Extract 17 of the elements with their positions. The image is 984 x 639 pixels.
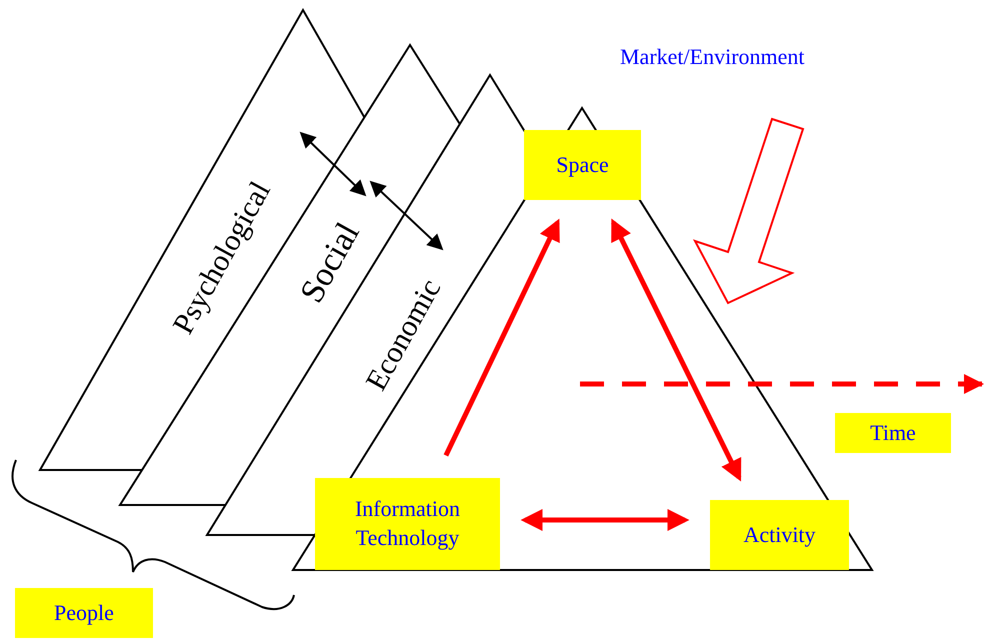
box-label: Information Technology [354, 495, 462, 552]
arrow [611, 218, 742, 482]
arrow [520, 509, 690, 531]
label-box [15, 588, 153, 638]
label-box [524, 130, 641, 200]
label-box [835, 413, 951, 453]
arrow [444, 218, 560, 457]
box-label: Space [556, 150, 609, 179]
box-label: People [54, 598, 114, 627]
arrow [370, 180, 444, 250]
plane-label: Social [295, 217, 366, 308]
heading-label: Market/Environment [620, 43, 805, 71]
box-label: Activity [743, 520, 816, 549]
arrow [300, 132, 366, 196]
label-box [315, 478, 500, 570]
label-box [710, 500, 849, 570]
box-label: Time [870, 418, 916, 447]
